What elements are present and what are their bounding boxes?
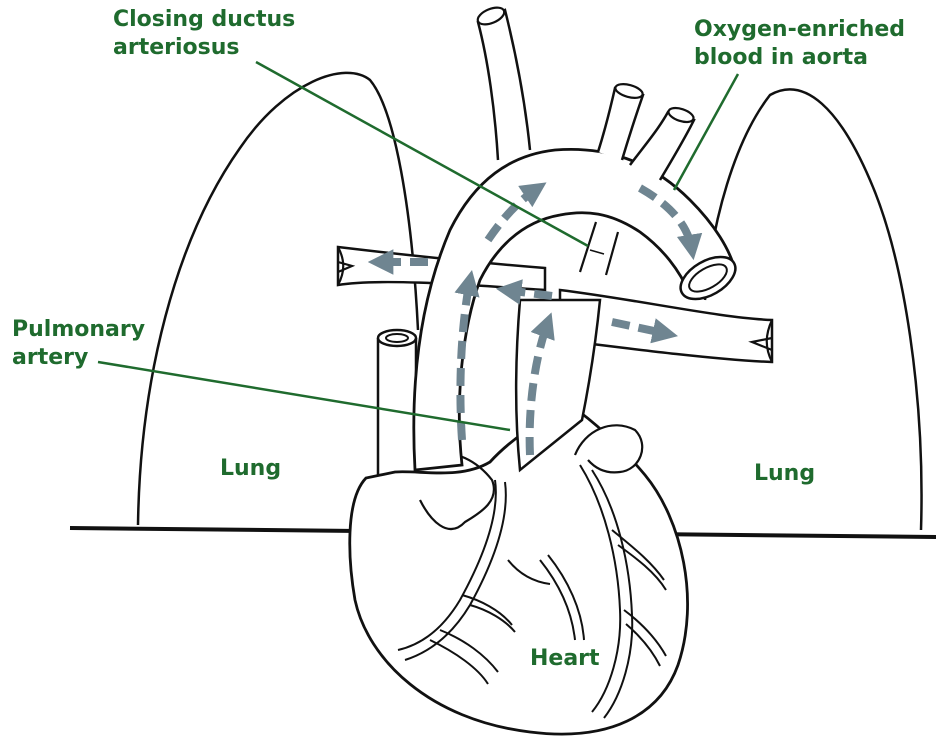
- label-oxygen-line-1: Oxygen-enriched: [694, 16, 905, 44]
- label-heart: Heart: [530, 645, 600, 673]
- label-closing-ductus-arteriosus: Closing ductus arteriosus: [113, 6, 295, 62]
- ductus-arteriosus: [580, 222, 618, 275]
- vena-cava: [378, 330, 416, 478]
- label-pulmonary-line-1: Pulmonary: [12, 316, 145, 344]
- label-pulmonary-line-2: artery: [12, 344, 145, 372]
- label-pulmonary-artery: Pulmonary artery: [12, 316, 145, 372]
- label-left-lung: Lung: [220, 455, 281, 483]
- label-right-lung: Lung: [754, 460, 815, 488]
- great-vessels: [338, 4, 772, 470]
- label-oxygen-line-2: blood in aorta: [694, 44, 905, 72]
- label-ductus-line-2: arteriosus: [113, 34, 295, 62]
- label-oxygen-enriched-blood: Oxygen-enriched blood in aorta: [694, 16, 905, 72]
- label-ductus-line-1: Closing ductus: [113, 6, 295, 34]
